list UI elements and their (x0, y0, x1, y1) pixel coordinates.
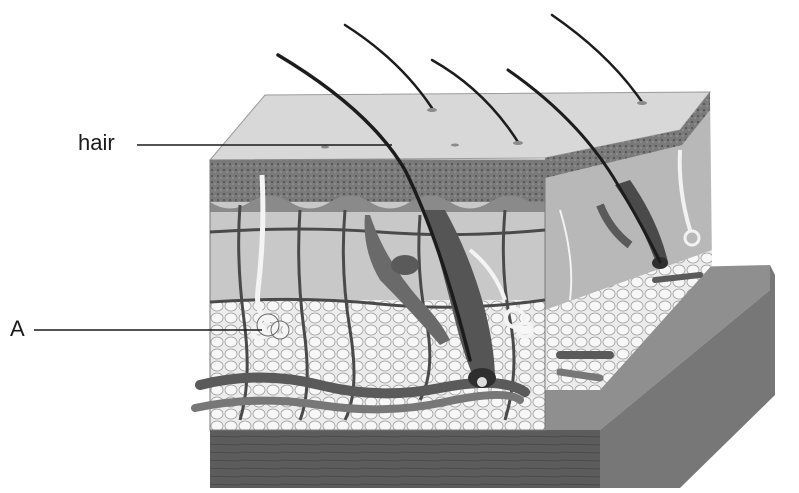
label-hair: hair (78, 132, 115, 154)
label-a: A (10, 318, 25, 340)
hair-5 (552, 15, 642, 102)
stand-front (210, 430, 600, 488)
